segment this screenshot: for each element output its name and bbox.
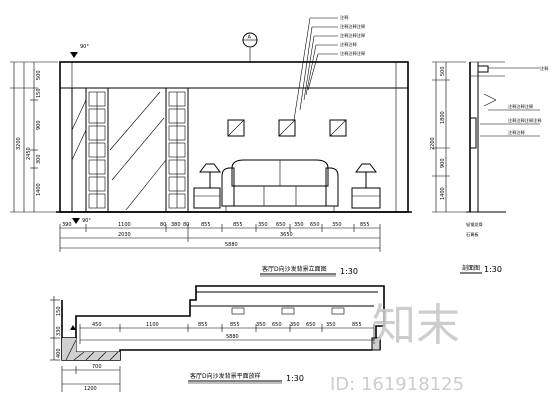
plan-title: 客厅D向沙发背景平面放样 1:30 — [188, 372, 304, 384]
plan-hatched-wall — [61, 337, 381, 361]
svg-text:80: 80 — [183, 222, 189, 228]
section-view: 注释 注释注释注释 注释注释注释注释 注释注释 500 1800 900 140… — [430, 61, 549, 274]
svg-text:90°: 90° — [80, 44, 89, 50]
svg-text:855: 855 — [230, 322, 240, 328]
svg-text:1400: 1400 — [440, 187, 446, 200]
svg-text:150: 150 — [36, 88, 42, 98]
plan-bottom-dimensions: 700 1200 — [61, 364, 121, 392]
svg-text:1100: 1100 — [118, 222, 131, 228]
watermark-logo: 知末 — [372, 300, 460, 351]
svg-text:650: 650 — [276, 222, 286, 228]
elevation-left-dimensions: 500 150 900 300 1400 2450 3200 — [10, 61, 58, 213]
angle-marker-top: 90° — [70, 44, 89, 58]
svg-text:855: 855 — [360, 222, 370, 228]
svg-text:2450: 2450 — [26, 147, 32, 160]
svg-text:注释注释注释注释: 注释注释注释注释 — [508, 117, 542, 124]
elevation-title-text: 客厅D向沙发背景立面图 — [262, 265, 327, 273]
svg-text:900: 900 — [440, 158, 446, 168]
lamp-right — [351, 163, 381, 209]
svg-text:300: 300 — [36, 154, 42, 164]
svg-text:80: 80 — [160, 222, 166, 228]
svg-text:350: 350 — [256, 322, 266, 328]
svg-text:注释注释: 注释注释 — [340, 41, 358, 48]
svg-text:1400: 1400 — [36, 183, 42, 196]
svg-text:350: 350 — [258, 222, 268, 228]
svg-text:注释: 注释 — [340, 14, 349, 21]
elevation-bottom-dimensions: 390 1100 80 380 80 855 855 350 650 350 6… — [59, 222, 381, 252]
svg-text:855: 855 — [198, 322, 208, 328]
svg-text:855: 855 — [352, 322, 362, 328]
svg-text:150: 150 — [56, 306, 62, 316]
svg-text:注释注释注释: 注释注释注释 — [340, 32, 366, 39]
svg-text:1200: 1200 — [84, 386, 97, 392]
elevation-view: A 90° 90° 注释 注释注释注释 注释注释注释 注释注释 — [10, 14, 412, 277]
elevation-notes: 注释 注释注释注释 注释注释注释 注释注释 注释注释注释 — [293, 14, 366, 121]
svg-text:注释: 注释 — [540, 65, 549, 72]
plan-title-text: 客厅D向沙发背景平面放样 — [190, 372, 261, 380]
elevation-scale: 1:30 — [340, 267, 358, 276]
svg-text:900: 900 — [36, 120, 42, 130]
svg-text:1100: 1100 — [146, 322, 159, 328]
svg-text:650: 650 — [306, 322, 316, 328]
plan-left-dimensions: 150 330 400 — [50, 296, 76, 361]
svg-text:855: 855 — [201, 222, 211, 228]
svg-text:650: 650 — [310, 222, 320, 228]
svg-text:5880: 5880 — [226, 334, 239, 340]
wall-artworks — [227, 119, 347, 137]
plan-wall-outline — [61, 285, 385, 350]
plan-scale: 1:30 — [286, 374, 304, 383]
svg-text:500: 500 — [440, 66, 446, 76]
svg-text:380: 380 — [171, 222, 181, 228]
svg-text:400: 400 — [56, 348, 62, 358]
svg-text:90°: 90° — [82, 218, 91, 224]
svg-text:350: 350 — [294, 222, 304, 228]
artwork-frame — [278, 119, 296, 137]
lamp-left — [193, 163, 221, 209]
svg-text:650: 650 — [272, 322, 282, 328]
svg-text:注释注释注释: 注释注释注释 — [340, 50, 366, 57]
artwork-frame — [227, 119, 245, 137]
watermark-id: ID: 161918125 — [330, 374, 464, 395]
svg-text:3200: 3200 — [16, 137, 22, 150]
svg-text:350: 350 — [290, 322, 300, 328]
svg-text:350: 350 — [326, 322, 336, 328]
svg-text:3650: 3650 — [280, 232, 293, 238]
svg-text:注释注释注释: 注释注释注释 — [508, 103, 534, 110]
decorative-panel-left — [71, 87, 189, 213]
svg-text:350: 350 — [332, 222, 342, 228]
svg-text:450: 450 — [92, 322, 102, 328]
svg-text:855: 855 — [233, 222, 243, 228]
plan-dimensions: 450 1100 855 855 350 650 350 650 350 855… — [79, 322, 375, 344]
svg-text:注释注释: 注释注释 — [508, 129, 526, 136]
section-scale: 1:30 — [484, 265, 502, 274]
section-callout: A — [242, 32, 258, 62]
sofa — [221, 159, 339, 212]
svg-text:2200: 2200 — [430, 137, 436, 150]
plan-view: 450 1100 855 855 350 650 350 650 350 855… — [50, 285, 385, 392]
angle-marker-bottom: 90° — [72, 218, 91, 224]
svg-text:注释注释注释: 注释注释注释 — [340, 23, 366, 30]
svg-text:700: 700 — [92, 364, 102, 370]
callout-letter: A — [248, 35, 252, 41]
artwork-frame — [329, 119, 347, 137]
svg-text:轻钢龙骨: 轻钢龙骨 — [466, 221, 483, 228]
svg-text:石膏板: 石膏板 — [466, 231, 479, 238]
svg-text:1800: 1800 — [440, 111, 446, 124]
svg-text:5880: 5880 — [225, 242, 238, 248]
watermark: 知末 ID: 161918125 — [330, 300, 464, 395]
elevation-title: 客厅D向沙发背景立面图 1:30 — [260, 265, 358, 277]
svg-text:390: 390 — [62, 222, 72, 228]
svg-text:330: 330 — [56, 326, 62, 336]
svg-text:2030: 2030 — [118, 232, 131, 238]
svg-text:500: 500 — [36, 70, 42, 80]
section-title-text: 剖面图 — [462, 264, 480, 272]
